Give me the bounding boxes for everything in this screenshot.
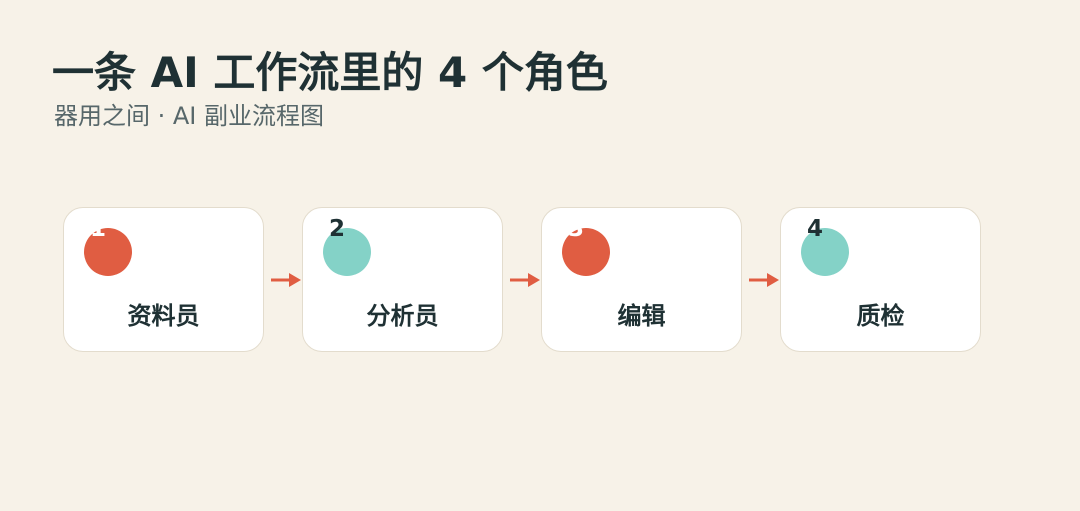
step-label-4: 质检: [856, 302, 905, 330]
step-dot-3: [562, 228, 610, 276]
workflow-diagram: 1 资料员 2 分析员 3 编辑 4 质检: [63, 207, 983, 354]
step-number-4: 4: [807, 216, 824, 242]
page-title: 一条 AI 工作流里的 4 个角色: [52, 48, 608, 97]
arrow-head: [767, 273, 779, 287]
arrow-right-icon: [749, 273, 779, 287]
arrow-head: [528, 273, 540, 287]
step-label-1: 资料员: [127, 302, 200, 330]
step-dot-1: [84, 228, 132, 276]
step-dot-2: [323, 228, 371, 276]
page-subtitle: 器用之间 · AI 副业流程图: [54, 102, 325, 130]
step-number-3: 3: [568, 216, 585, 242]
step-dot-4: [801, 228, 849, 276]
step-card-3: 3 编辑: [541, 207, 742, 352]
step-number-2: 2: [329, 216, 346, 242]
step-label-2: 分析员: [366, 302, 439, 330]
step-card-4: 4 质检: [780, 207, 981, 352]
arrow-head: [289, 273, 301, 287]
arrow-right-icon: [510, 273, 540, 287]
step-card-1: 1 资料员: [63, 207, 264, 352]
step-card-2: 2 分析员: [302, 207, 503, 352]
step-number-1: 1: [90, 216, 107, 242]
step-label-3: 编辑: [617, 302, 666, 330]
arrow-right-icon: [271, 273, 301, 287]
